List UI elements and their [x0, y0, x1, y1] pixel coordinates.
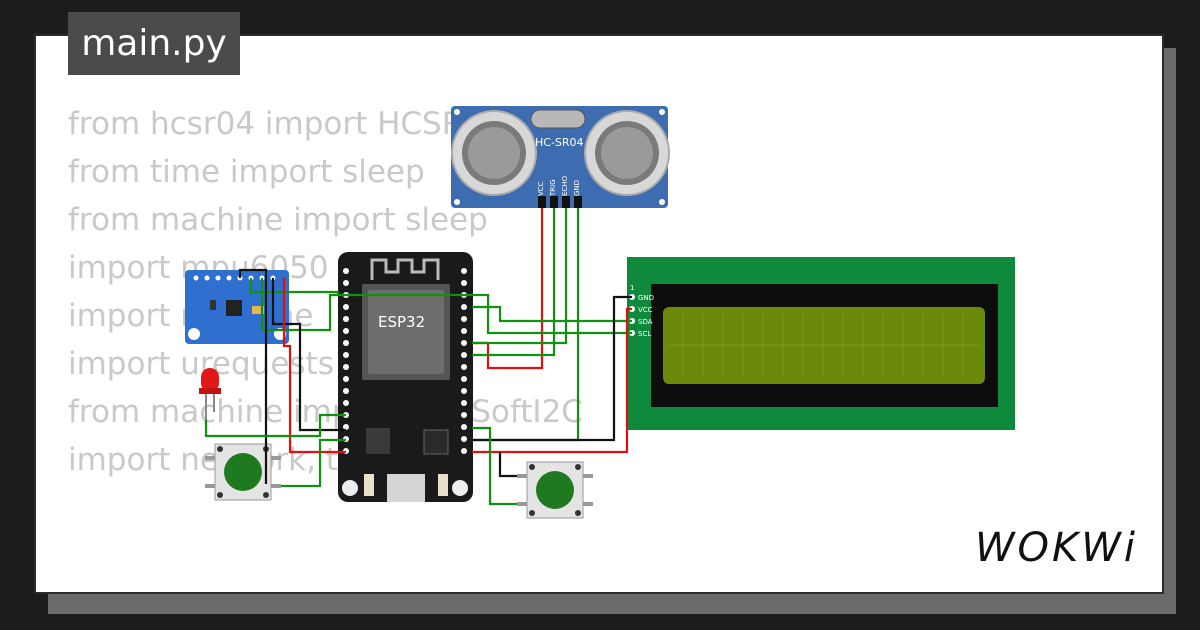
lcd-pin-label: SCL — [638, 330, 651, 338]
wires — [204, 208, 632, 506]
file-tab[interactable]: main.py — [68, 12, 240, 75]
pushbutton-right[interactable] — [517, 461, 593, 519]
wokwi-logo: WOKWi — [975, 525, 1138, 571]
code-line: from time import sleep — [68, 154, 425, 190]
ultrasonic-pin-label: TRIG — [549, 179, 557, 197]
ultrasonic-pin-label: ECHO — [561, 175, 569, 196]
ultrasonic-sensor[interactable]: HC-SR04 VCC TRIG ECHO GND — [451, 106, 670, 208]
code-line: from machine import Pin, SoftI2C — [68, 394, 583, 430]
pushbutton-left[interactable] — [205, 443, 281, 501]
lcd-pin-label: SDA — [638, 318, 653, 326]
ultrasonic-label: HC-SR04 — [535, 136, 584, 149]
code-line: from machine import sleep — [68, 202, 488, 238]
lcd-display[interactable]: 1 GND VCC SDA SCL — [627, 257, 1015, 430]
lcd-pin-label: VCC — [638, 306, 653, 314]
ultrasonic-pin-label: VCC — [537, 181, 545, 196]
code-line: from hcsr04 import HCSR04 — [68, 106, 503, 142]
esp32-board[interactable]: ESP32 — [338, 252, 473, 502]
esp32-label: ESP32 — [378, 313, 425, 331]
red-led[interactable] — [199, 368, 221, 420]
lcd-pin-label: GND — [638, 294, 654, 302]
ultrasonic-pin-label: GND — [573, 180, 581, 196]
lcd-pin-number: 1 — [630, 284, 634, 292]
